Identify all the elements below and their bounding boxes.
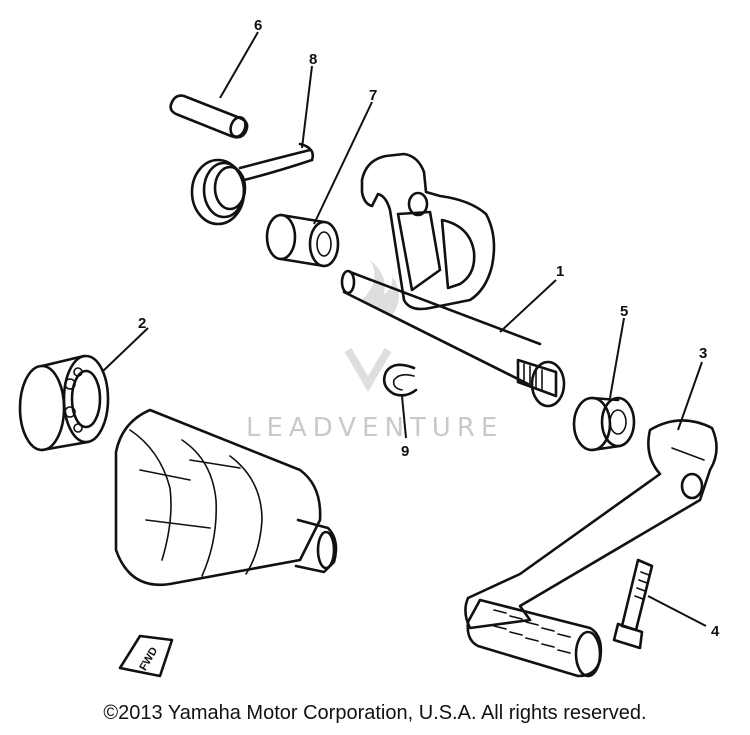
part-bearing <box>18 354 110 452</box>
callouts: 6 8 7 1 2 5 3 4 9 <box>138 17 720 640</box>
callout-3: 3 <box>699 345 707 362</box>
watermark-text: LEADVENTURE <box>246 413 503 443</box>
part-oil-seal <box>572 396 636 452</box>
fwd-label: FWD <box>137 645 160 673</box>
callout-9: 9 <box>401 443 409 460</box>
callout-8: 8 <box>309 51 317 68</box>
callout-5: 5 <box>620 303 628 320</box>
part-shift-pedal <box>464 419 718 678</box>
part-shift-shaft <box>340 152 566 408</box>
fwd-arrow: FWD <box>118 634 174 678</box>
callout-4: 4 <box>711 623 720 640</box>
part-bolt <box>612 558 654 650</box>
callout-2: 2 <box>138 315 146 332</box>
watermark: LEADVENTURE <box>246 260 503 443</box>
copyright-notice: ©2013 Yamaha Motor Corporation, U.S.A. A… <box>103 702 647 724</box>
callout-7: 7 <box>369 87 377 104</box>
part-spring <box>190 142 315 226</box>
callout-1: 1 <box>556 263 564 280</box>
part-shift-drum <box>114 408 338 587</box>
part-pin <box>169 94 249 139</box>
callout-6: 6 <box>254 17 262 34</box>
part-circlip <box>382 363 418 397</box>
part-collar <box>265 213 340 268</box>
leader-lines <box>101 31 707 627</box>
